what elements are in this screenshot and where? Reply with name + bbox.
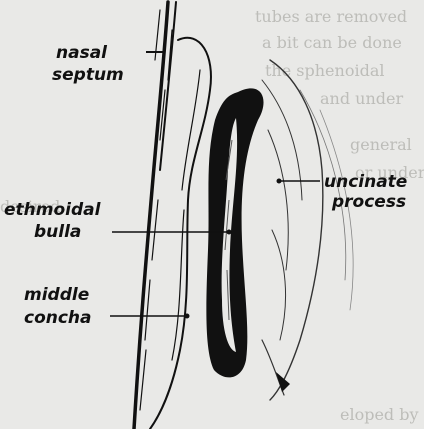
nasal-septum-drawing [134,2,176,429]
label-bulla: bulla [34,222,81,242]
pointer-dot [227,230,232,235]
ghost-line: a bit can be done [262,33,402,52]
label-septum: septum [52,65,124,85]
label-ethmoidal: ethmoidal [4,200,102,220]
label-uncinate: uncinate [324,172,407,192]
uncinate-process-drawing [262,60,353,400]
middle-concha-drawing [206,88,263,377]
ghost-line: eloped by [340,405,419,424]
ghost-line: and under [320,89,403,108]
label-process: process [331,192,406,212]
pointer-dot [277,179,282,184]
label-concha: concha [24,308,92,328]
label-nasal: nasal [56,43,108,63]
label-middle: middle [24,285,89,305]
ghost-line: general [350,135,412,154]
pointer-dot [185,314,190,319]
ghost-line: tubes are removed [255,7,407,26]
